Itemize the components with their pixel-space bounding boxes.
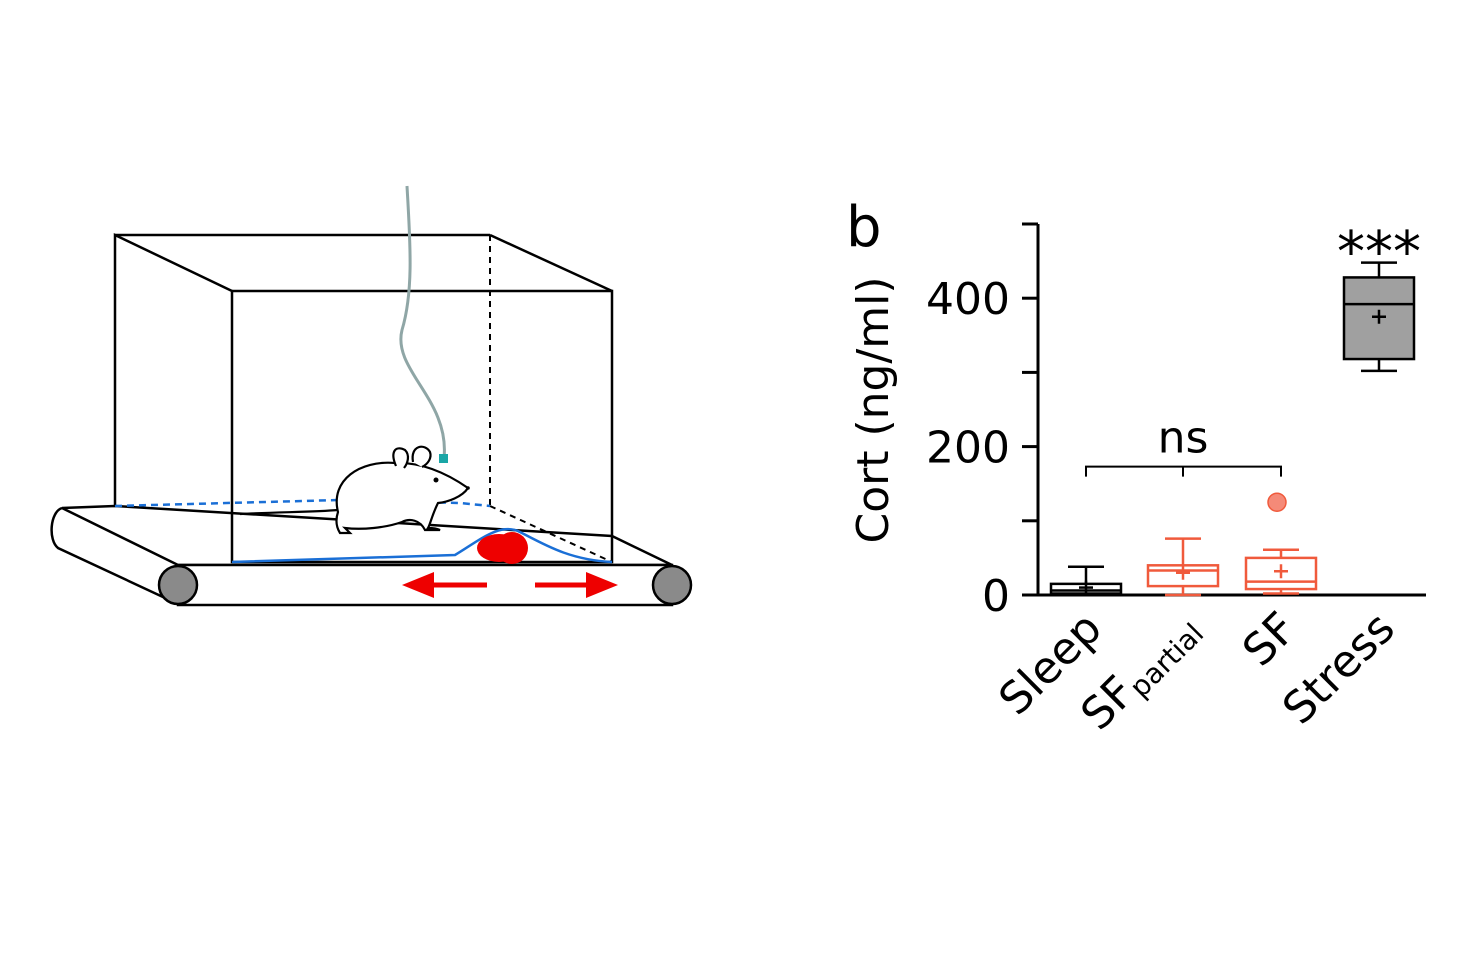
- cage-top-right-edge: [489, 233, 613, 293]
- panel-label: b: [846, 195, 882, 260]
- cage-front-face: [230, 289, 614, 564]
- mouse-icon: [239, 445, 470, 535]
- y-tick-label: 0: [982, 571, 1010, 622]
- significance-bracket: [1085, 465, 1282, 477]
- treadmill-belt-edge: [50, 506, 179, 606]
- box-sleep: [1049, 565, 1123, 597]
- cage-back-left-edge: [113, 233, 233, 506]
- roller-left: [157, 564, 199, 606]
- cage-treadmill-illustration: [50, 185, 693, 607]
- headstage-connector: [439, 454, 448, 463]
- box-stress: [1342, 261, 1416, 373]
- moving-bar-end: [496, 532, 528, 564]
- roller-right: [651, 564, 693, 606]
- x-tick-label: SF: [1233, 603, 1307, 677]
- significance-label-stars: ***: [1337, 220, 1421, 285]
- outlier-point: [1267, 492, 1287, 512]
- arrow-right-icon: [535, 572, 618, 598]
- cage-hidden-floor-edge: [489, 505, 613, 563]
- tether-cable: [399, 185, 446, 459]
- annotations: ns ***: [1085, 220, 1421, 477]
- floor-sheet-back: [114, 498, 491, 508]
- significance-label-ns: ns: [1158, 413, 1209, 464]
- box-sf: [1244, 492, 1318, 595]
- arrow-left-icon: [402, 572, 487, 598]
- y-axis: 0 200 400: [926, 222, 1040, 622]
- box-sfpartial: [1146, 537, 1220, 597]
- box-series: [1049, 261, 1416, 597]
- x-tick-label: Stress: [1273, 603, 1405, 735]
- floor-sheet-front: [231, 527, 613, 564]
- y-axis-label: Cort (ng/ml): [848, 276, 899, 543]
- y-tick-label: 200: [926, 423, 1010, 474]
- y-tick-label: 400: [926, 274, 1010, 325]
